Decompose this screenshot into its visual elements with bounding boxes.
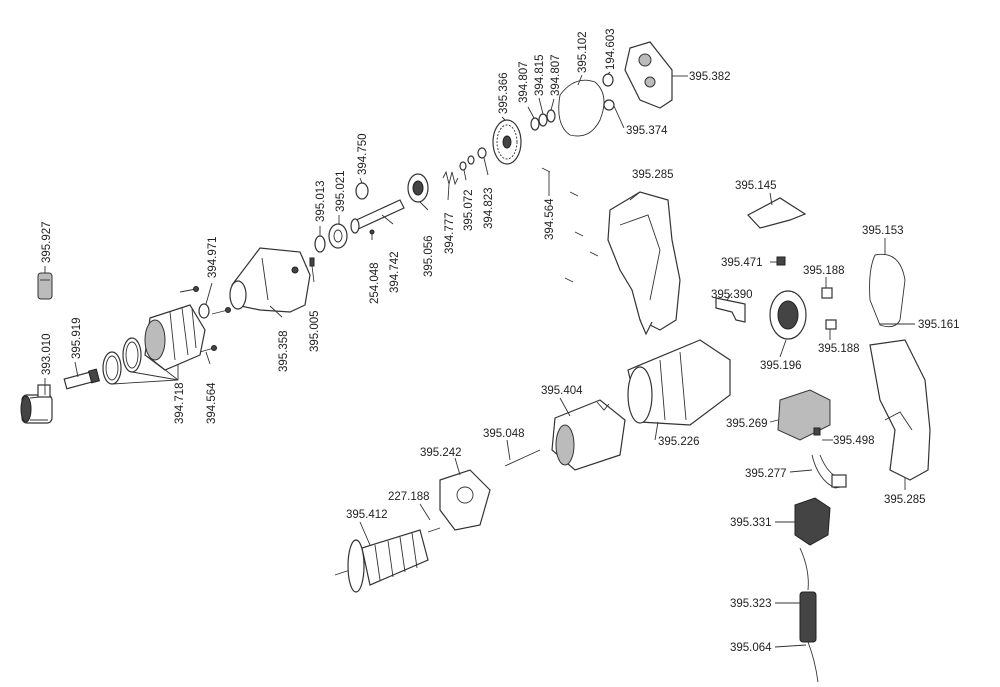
part-field-coil bbox=[551, 399, 626, 471]
leader-lines bbox=[44, 71, 915, 648]
part-label: 393.010 bbox=[41, 333, 53, 375]
part-label: 395.005 bbox=[309, 310, 321, 352]
part-label: 395.382 bbox=[689, 71, 731, 83]
part-small-rings bbox=[459, 147, 487, 171]
part-spring-wire bbox=[869, 253, 906, 328]
part-needle-bearing bbox=[602, 73, 614, 87]
part-label: 395.366 bbox=[498, 72, 510, 114]
part-label: 227.188 bbox=[388, 491, 430, 503]
part-label: 395.374 bbox=[626, 125, 668, 137]
part-large-gear bbox=[492, 119, 522, 165]
part-label: 394.750 bbox=[357, 133, 369, 175]
part-label: 394.718 bbox=[174, 382, 186, 424]
part-label: 395.927 bbox=[41, 221, 53, 263]
part-gear-cover bbox=[624, 41, 673, 109]
part-power-cord bbox=[799, 547, 819, 683]
part-clutch-gear bbox=[407, 173, 429, 203]
part-gear-housing bbox=[229, 247, 311, 313]
part-ball bbox=[369, 229, 375, 235]
part-brush-clip-top bbox=[821, 287, 833, 299]
part-switch bbox=[777, 389, 831, 441]
part-brush-spring bbox=[811, 454, 847, 489]
part-bearing-group bbox=[314, 223, 348, 253]
part-rings bbox=[102, 337, 142, 385]
part-label: 394.971 bbox=[207, 236, 219, 278]
part-label: 395.277 bbox=[745, 468, 787, 480]
part-housing-half-left bbox=[607, 191, 681, 336]
part-label: 395.188 bbox=[803, 265, 845, 277]
part-label: 394.564 bbox=[206, 382, 218, 424]
part-label: 194.603 bbox=[605, 28, 617, 70]
part-label: 395.323 bbox=[730, 598, 772, 610]
part-label: 395.285 bbox=[884, 494, 926, 506]
part-clip bbox=[776, 256, 786, 266]
part-gasket bbox=[558, 79, 605, 137]
part-spindle bbox=[350, 199, 405, 234]
part-label: 395.498 bbox=[833, 435, 875, 447]
part-label: 395.285 bbox=[632, 169, 674, 181]
part-label: 395.072 bbox=[463, 189, 475, 231]
part-washers bbox=[530, 109, 556, 131]
part-label: 395.196 bbox=[760, 360, 802, 372]
part-switch-cover bbox=[747, 197, 807, 229]
part-label: 395.404 bbox=[541, 385, 583, 397]
part-number-labels: 395.927 393.010 395.919 394.718 394.564 … bbox=[41, 28, 960, 654]
part-label: 395.145 bbox=[735, 180, 777, 192]
part-label: 254.048 bbox=[369, 262, 381, 304]
part-label: 395.919 bbox=[71, 317, 83, 359]
part-screws-housing bbox=[541, 167, 599, 283]
part-label: 395.153 bbox=[862, 225, 904, 237]
part-spring bbox=[442, 170, 459, 186]
part-small-clip bbox=[813, 427, 821, 436]
part-label: 395.013 bbox=[315, 180, 327, 222]
part-label: 394.815 bbox=[534, 54, 546, 96]
part-label: 395.102 bbox=[577, 31, 589, 73]
part-bit bbox=[37, 272, 53, 300]
part-label: 394.742 bbox=[389, 251, 401, 293]
part-label: 395.390 bbox=[711, 289, 753, 301]
part-brush-holder bbox=[769, 290, 807, 340]
part-bushing bbox=[355, 182, 369, 200]
part-capacitor bbox=[794, 497, 831, 546]
part-label: 394.807 bbox=[550, 54, 562, 96]
part-brush-clip-bottom bbox=[825, 319, 837, 330]
part-label: 395.412 bbox=[346, 509, 388, 521]
part-label: 395.188 bbox=[818, 343, 860, 355]
part-label: 395.358 bbox=[278, 330, 290, 372]
part-label: 395.226 bbox=[658, 436, 700, 448]
part-label: 394.823 bbox=[483, 187, 495, 229]
part-label: 395.064 bbox=[730, 642, 772, 654]
part-label: 395.161 bbox=[918, 319, 960, 331]
part-depth-locator bbox=[20, 384, 53, 424]
part-clutch-sleeve bbox=[144, 304, 206, 371]
part-label: 394.777 bbox=[444, 212, 456, 254]
part-label: 395.471 bbox=[721, 257, 763, 269]
part-label: 395.242 bbox=[420, 447, 462, 459]
part-bit-holder bbox=[63, 368, 101, 390]
part-motor-housing bbox=[627, 339, 731, 426]
part-armature bbox=[334, 527, 441, 593]
part-housing-half-right bbox=[869, 339, 931, 481]
part-label: 395.331 bbox=[730, 517, 772, 529]
part-pin bbox=[309, 257, 315, 267]
part-label: 394.807 bbox=[518, 61, 530, 103]
part-label: 395.269 bbox=[726, 418, 768, 430]
part-label: 395.021 bbox=[335, 170, 347, 212]
part-bracket bbox=[715, 297, 746, 323]
part-screws-left bbox=[179, 286, 231, 353]
part-washer-small bbox=[603, 99, 615, 111]
part-label: 394.564 bbox=[544, 198, 556, 240]
part-label: 395.048 bbox=[483, 428, 525, 440]
part-label: 395.056 bbox=[423, 235, 435, 277]
part-baffle bbox=[439, 469, 491, 531]
part-long-screw bbox=[504, 449, 541, 467]
